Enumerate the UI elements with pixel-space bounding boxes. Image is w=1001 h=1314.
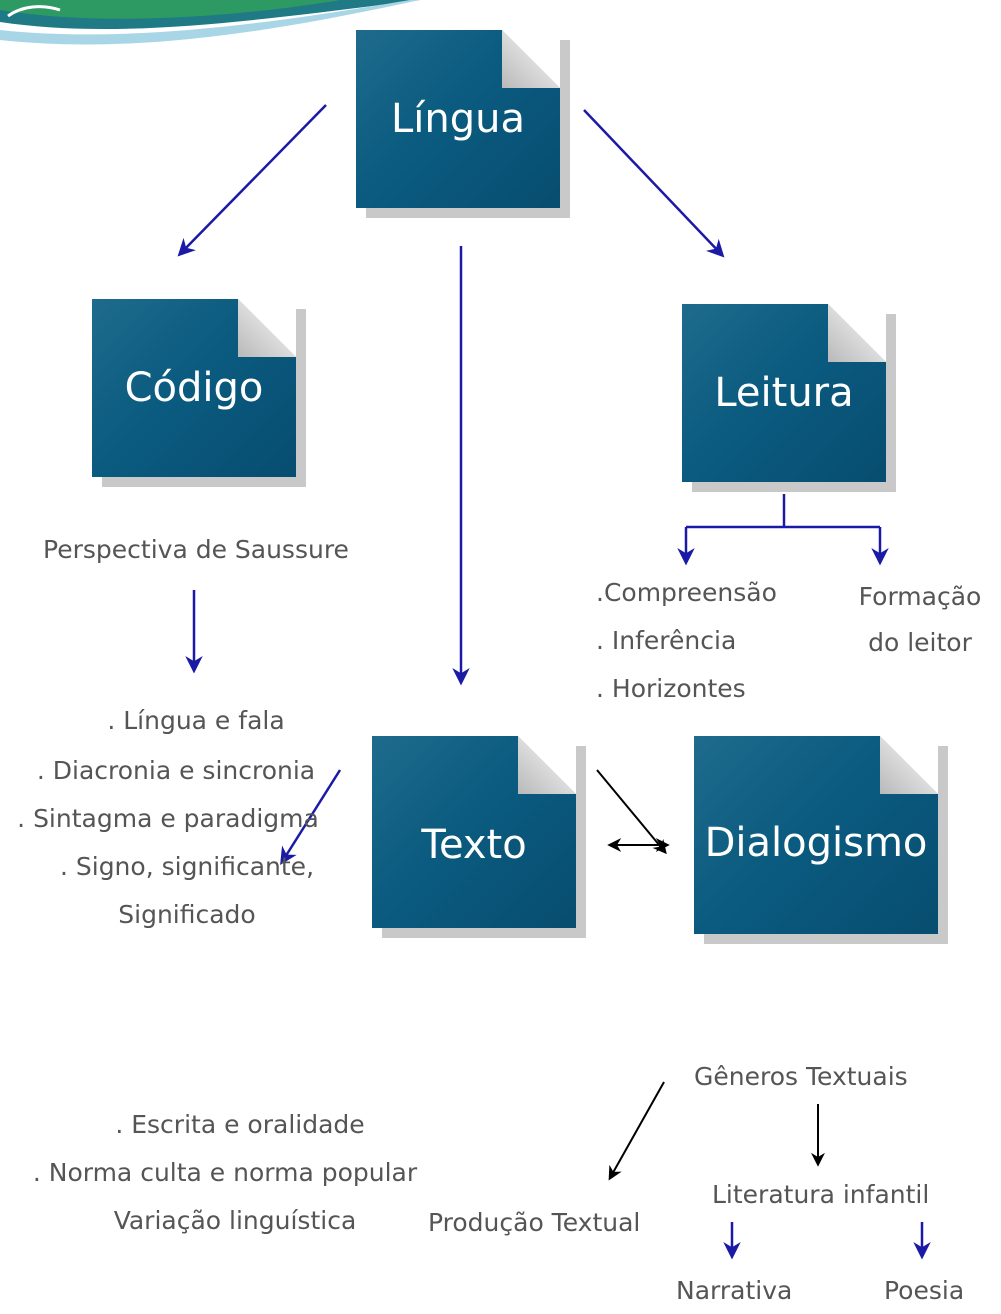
formacao-line-2: do leitor [868, 628, 972, 657]
leitura-item: . Inferência [596, 626, 737, 655]
formacao-line-1: Formação [858, 582, 982, 611]
node-codigo-label: Código [124, 365, 264, 411]
codigo-item: . Signo, significante, [59, 852, 315, 881]
arrow-lingua-leitura [583, 109, 725, 258]
node-dialogismo: Dialogismo [694, 736, 938, 934]
generos-label: Gêneros Textuais [694, 1062, 908, 1091]
node-lingua: Língua [356, 30, 560, 208]
texto-item: . Norma culta e norma popular [32, 1158, 418, 1187]
node-texto: Texto [372, 736, 576, 928]
poesia-label: Poesia [884, 1276, 965, 1305]
leitura-item: . Horizontes [596, 674, 746, 703]
arrow-generos-producao [608, 1081, 665, 1181]
producao-label: Produção Textual [428, 1208, 641, 1237]
arrow-texto-escrita [280, 769, 342, 865]
page-fold-icon [880, 736, 938, 794]
codigo-item: . Língua e fala [107, 706, 285, 735]
node-lingua-label: Língua [390, 96, 525, 142]
page-fold-icon [238, 299, 296, 357]
node-dialogismo-label: Dialogismo [704, 819, 928, 866]
codigo-item: . Sintagma e paradigma [17, 804, 319, 833]
node-leitura: Leitura [682, 304, 886, 482]
arrow-texto-generos [596, 769, 667, 855]
codigo-item: . Diacronia e sincronia [36, 756, 316, 785]
node-leitura-label: Leitura [714, 370, 854, 416]
decorative-swoosh [0, 0, 420, 45]
node-codigo: Código [92, 299, 296, 477]
page-fold-icon [502, 30, 560, 88]
leitura-branch [677, 494, 889, 566]
perspectiva-label: Perspectiva de Saussure [43, 535, 349, 564]
narrativa-label: Narrativa [676, 1276, 793, 1305]
leitura-item: .Compreensão [596, 578, 777, 607]
texto-item: . Escrita e oralidade [115, 1110, 365, 1139]
texto-item: Variação linguística [113, 1206, 357, 1235]
page-fold-icon [828, 304, 886, 362]
literatura-label: Literatura infantil [712, 1180, 930, 1209]
node-texto-label: Texto [421, 822, 527, 869]
page-fold-icon [518, 736, 576, 794]
arrow-lingua-codigo [177, 104, 327, 257]
codigo-item: Significado [118, 900, 256, 929]
